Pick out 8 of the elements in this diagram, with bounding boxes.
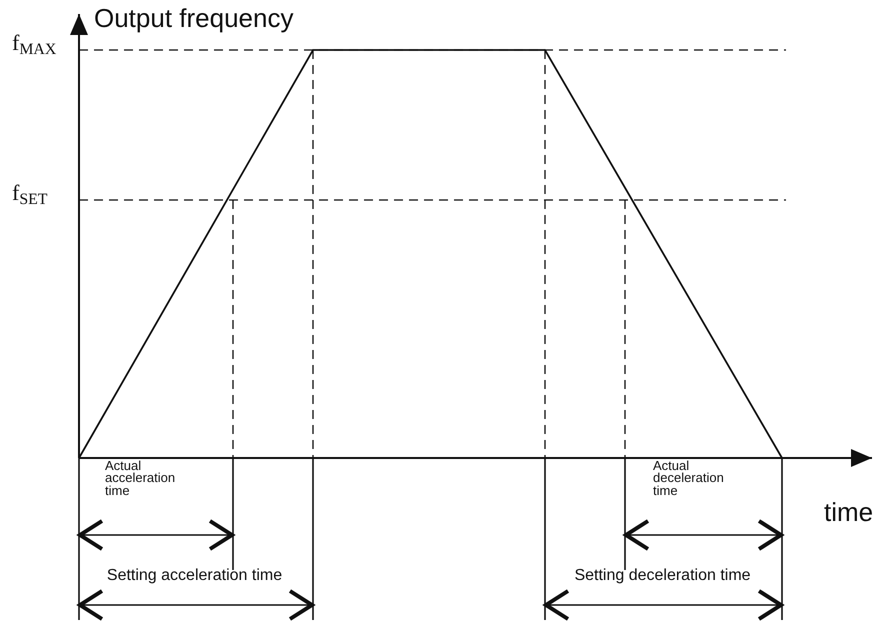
axis-tick-label: f$_{MAX}$ <box>12 30 56 60</box>
dimension-label: Actual acceleration time <box>105 460 176 498</box>
axis-title: Output frequency <box>94 4 294 34</box>
dimension-label: Setting acceleration time <box>106 568 284 584</box>
dimension-label: Actual deceleration time <box>653 460 725 498</box>
axis-title: time <box>824 498 874 528</box>
dimension-label: Setting deceleration time <box>573 568 752 584</box>
axis-tick-label: f$_{SET}$ <box>12 180 48 210</box>
